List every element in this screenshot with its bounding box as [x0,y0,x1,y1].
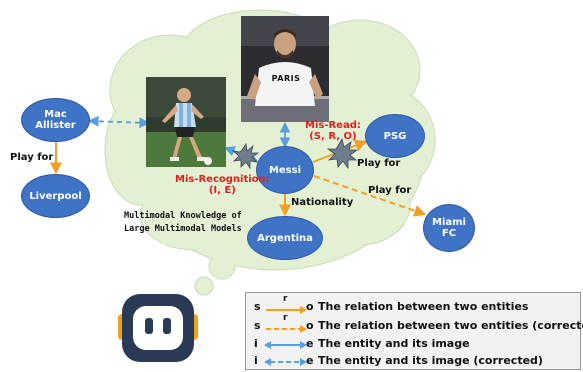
edge-label-play-for: Play for [10,152,54,163]
mis-recognition-label: Mis-Recognition: (I, E) [175,174,270,196]
legend-image-arrow [264,341,307,349]
legend-text: The relation between two entities (corre… [318,319,583,332]
mis-read-label: Mis-Read: (S, R, O) [305,120,361,142]
player-photo [146,77,226,167]
burst-icon [231,142,260,170]
legend-s: s [254,300,261,313]
legend-r: r [283,313,288,323]
messi-photo: PARIS [241,16,329,122]
node-argentina: Argentina [247,216,323,260]
legend-relation-corrected-arrow [266,325,307,333]
legend-s: s [254,319,261,332]
legend-i: i [254,337,258,350]
legend-r: r [283,294,288,304]
legend-row-relation-corrected: s r o The relation between two entities … [246,313,583,336]
node-miami-fc: Miami FC [423,204,475,252]
node-messi: Messi [256,146,314,194]
jersey-text: PARIS [271,74,301,83]
cloud-caption: Multimodal Knowledge of Large Multimodal… [124,211,242,234]
robot-icon [118,292,198,368]
legend-o: o [306,300,314,313]
node-mac-allister: Mac Allister [21,98,90,142]
edge-mac-image [87,115,151,129]
legend-e: e [306,354,314,367]
legend-i: i [254,354,258,367]
legend-text: The entity and its image [318,337,470,350]
legend-row-image-corrected: i e The entity and its image (corrected) [246,353,582,371]
node-liverpool: Liverpool [21,174,90,218]
legend-text: The relation between two entities [318,300,529,313]
legend-box: s r o The relation between two entities … [245,292,583,371]
legend-o: o [306,319,314,332]
node-psg: PSG [365,114,425,158]
legend-row-relation: s r o The relation between two entities [246,294,582,317]
legend-relation-arrow [266,306,307,314]
legend-row-image: i e The entity and its image [246,336,582,354]
burst-icon [326,137,359,170]
legend-text: The entity and its image (corrected) [318,354,543,367]
edge-label-play-for: Play for [357,158,401,169]
legend-e: e [306,337,314,350]
legend-image-corrected-arrow [264,358,307,366]
edge-label-nationality: Nationality [291,197,354,208]
edge-label-play-for: Play for [368,185,412,196]
